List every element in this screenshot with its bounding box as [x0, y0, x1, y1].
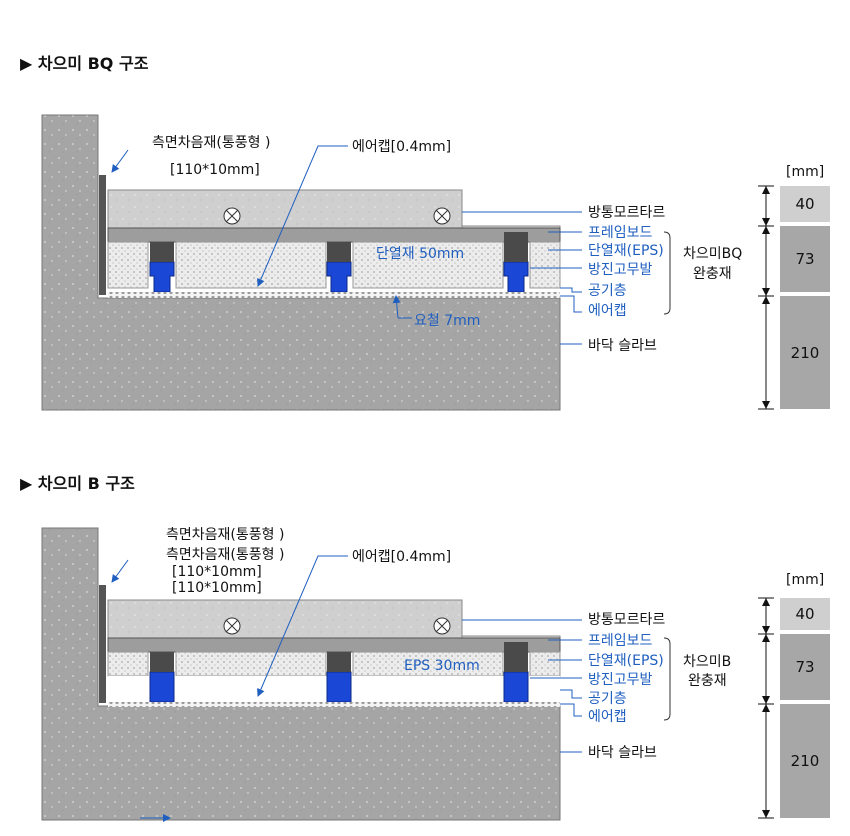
layer-frame-board: 프레임보드	[588, 225, 653, 241]
side-insulation-label-dup: 측면차음재(통풍형 )	[166, 547, 285, 563]
eps-segment	[107, 651, 149, 677]
section-title-b: ▶ 차으미 B 구조	[20, 474, 135, 493]
insulation-thickness-label: EPS 30mm	[404, 658, 480, 674]
aircap-layer	[108, 292, 560, 298]
rubber-foot	[149, 261, 175, 293]
eps-segment	[529, 651, 561, 677]
layer-slab: 바닥 슬라브	[588, 745, 657, 761]
layer-eps: 단열재(EPS)	[588, 653, 664, 669]
rubber-foot	[326, 671, 352, 703]
layer-air: 공기층	[588, 691, 627, 707]
layer-mortar: 방통모르타르	[588, 205, 666, 221]
eps-segment	[352, 651, 504, 677]
eps-segment	[107, 241, 149, 289]
rubber-foot	[149, 671, 175, 703]
frame-board	[107, 637, 561, 653]
group-bracket	[663, 637, 671, 721]
layer-frame-board: 프레임보드	[588, 633, 653, 649]
diagram-b	[41, 527, 774, 822]
layer-aircap: 에어캡	[588, 709, 627, 725]
layer-aircap: 에어캡	[588, 303, 627, 319]
group-bracket	[663, 231, 671, 315]
group-label: 차으미BQ	[683, 246, 743, 262]
dim-mortar: 40	[780, 186, 830, 222]
dim-slab: 210	[780, 704, 830, 818]
layer-slab: 바닥 슬라브	[588, 338, 657, 354]
layer-air: 공기층	[588, 283, 627, 299]
eps-segment	[175, 241, 327, 289]
aircap-label: 에어캡[0.4mm]	[352, 549, 452, 565]
rubber-foot	[503, 261, 529, 293]
aircap-label: 에어캡[0.4mm]	[352, 139, 452, 155]
layer-mortar: 방통모르타르	[588, 612, 666, 628]
diagram-bq	[41, 114, 774, 411]
layer-rubber: 방진고무발	[588, 672, 653, 688]
eps-segment	[352, 241, 504, 289]
side-insulation	[99, 585, 106, 703]
group-label: 차으미B	[683, 654, 732, 670]
group-label-sub: 완충재	[688, 673, 727, 689]
side-insulation-size: [110*10mm]	[170, 162, 260, 178]
frame-board	[107, 227, 561, 243]
side-insulation-size: [110*10mm]	[172, 564, 262, 580]
rubber-foot	[326, 261, 352, 293]
eps-segment	[175, 651, 327, 677]
section-title-bq: ▶ 차으미 BQ 구조	[20, 54, 149, 73]
dim-buffer: 73	[780, 634, 830, 700]
side-insulation-size-dup: [110*10mm]	[172, 580, 262, 596]
unit-label: [mm]	[786, 164, 825, 180]
side-insulation-label: 측면차음재(통풍형 )	[152, 135, 271, 151]
texture-label: 요철 7mm	[414, 313, 481, 329]
dim-buffer: 73	[780, 226, 830, 292]
group-label-sub: 완충재	[693, 266, 732, 282]
layer-rubber: 방진고무발	[588, 262, 653, 278]
side-insulation	[99, 175, 106, 295]
dim-mortar: 40	[780, 598, 830, 630]
rubber-foot	[503, 671, 529, 703]
dim-slab: 210	[780, 296, 830, 409]
unit-label: [mm]	[786, 572, 825, 588]
aircap-layer	[108, 702, 560, 707]
eps-segment	[529, 241, 561, 289]
insulation-thickness-label: 단열재 50mm	[376, 246, 465, 262]
side-insulation-label: 측면차음재(통풍형 )	[166, 527, 285, 543]
layer-eps: 단열재(EPS)	[588, 243, 664, 259]
